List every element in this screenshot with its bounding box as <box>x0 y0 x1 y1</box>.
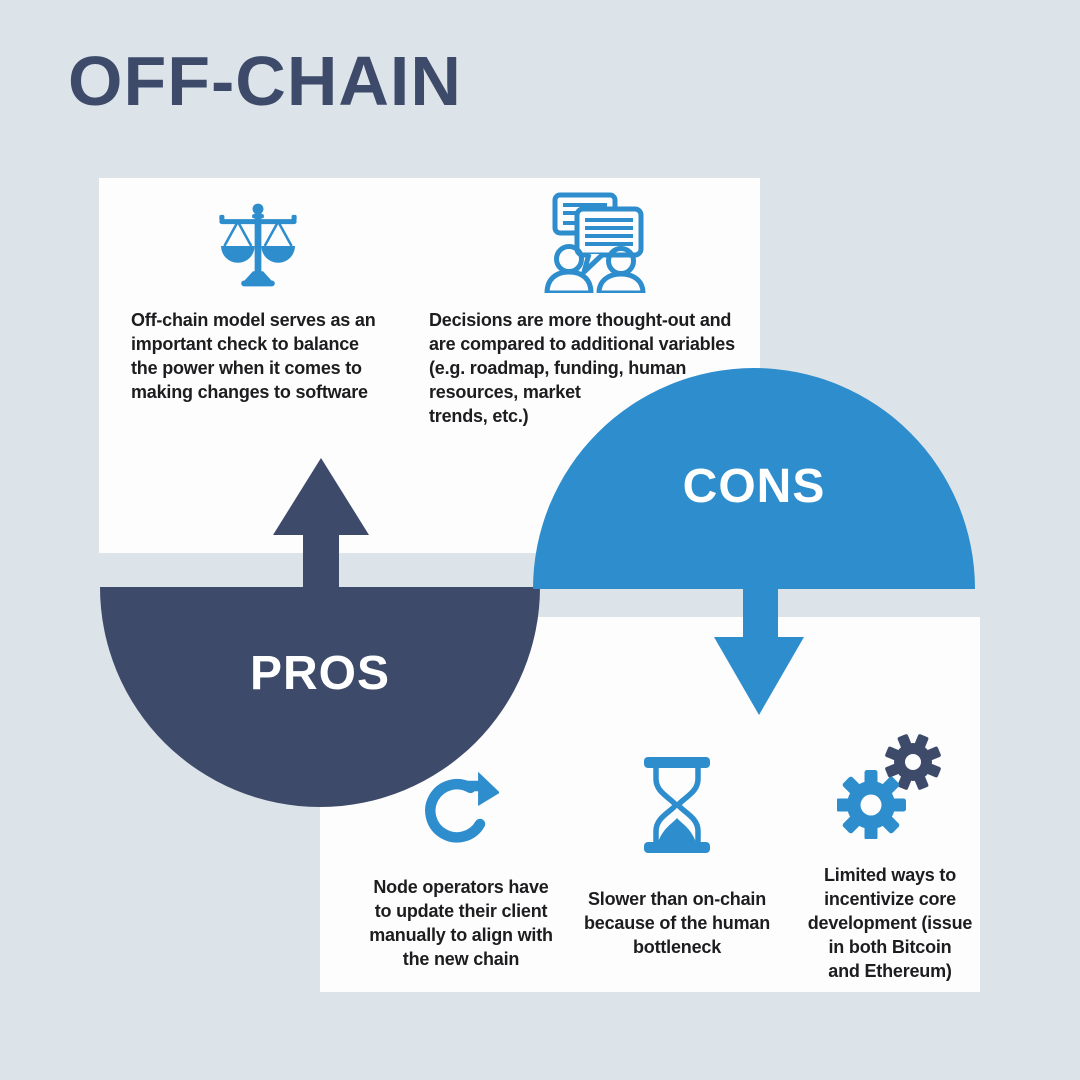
item-text: Slower than on-chain because of the huma… <box>570 887 784 959</box>
text-line: and Ethereum) <box>828 961 952 981</box>
text-line: resources, market <box>429 382 581 402</box>
text-line: are compared to additional variables <box>429 334 735 354</box>
text-line: incentivize core <box>824 889 956 909</box>
text-line: because of the human <box>583 913 771 933</box>
cons-label: CONS <box>682 460 826 513</box>
text-line: Limited ways to <box>823 865 957 885</box>
pros-panel: Off-chain model serves as an important c… <box>99 178 760 553</box>
text-line: trends, etc.) <box>429 406 529 426</box>
balance-scale-icon <box>131 202 385 290</box>
text-line: to update their client <box>374 901 548 921</box>
text-line: bottleneck <box>632 937 722 957</box>
text-line: manually to align with <box>369 925 553 945</box>
page-title: OFF-CHAIN <box>68 42 462 120</box>
text-line: making changes to software <box>131 382 368 402</box>
pros-up-arrow <box>273 458 369 589</box>
item-text: Decisions are more thought-out and are c… <box>429 308 761 428</box>
cons-item: Limited ways to incentivize core develop… <box>782 733 998 983</box>
text-line: Slower than on-chain <box>587 889 766 909</box>
text-line: Node operators have <box>373 877 549 897</box>
item-text: Limited ways to incentivize core develop… <box>782 863 998 983</box>
cons-item: Node operators have to update their clie… <box>348 767 574 971</box>
pros-item: Off-chain model serves as an important c… <box>131 202 385 404</box>
pros-label: PROS <box>249 647 391 700</box>
text-line: development (issue <box>807 913 973 933</box>
text-line: Decisions are more thought-out and <box>429 310 732 330</box>
cons-down-arrow <box>714 587 804 715</box>
item-text: Node operators have to update their clie… <box>348 875 574 971</box>
item-text: Off-chain model serves as an important c… <box>131 308 385 404</box>
conversation-icon <box>429 192 761 296</box>
text-line: (e.g. roadmap, funding, human <box>429 358 687 378</box>
hourglass-icon <box>570 757 784 854</box>
cons-item: Slower than on-chain because of the huma… <box>570 757 784 959</box>
text-line: important check to balance <box>131 334 359 354</box>
text-line: the new chain <box>402 949 520 969</box>
pros-item: Decisions are more thought-out and are c… <box>429 192 761 428</box>
text-line: Off-chain model serves as an <box>131 310 376 330</box>
refresh-icon <box>348 767 574 845</box>
text-line: the power when it comes to <box>131 358 362 378</box>
gears-icon <box>782 733 998 839</box>
text-line: in both Bitcoin <box>828 937 952 957</box>
